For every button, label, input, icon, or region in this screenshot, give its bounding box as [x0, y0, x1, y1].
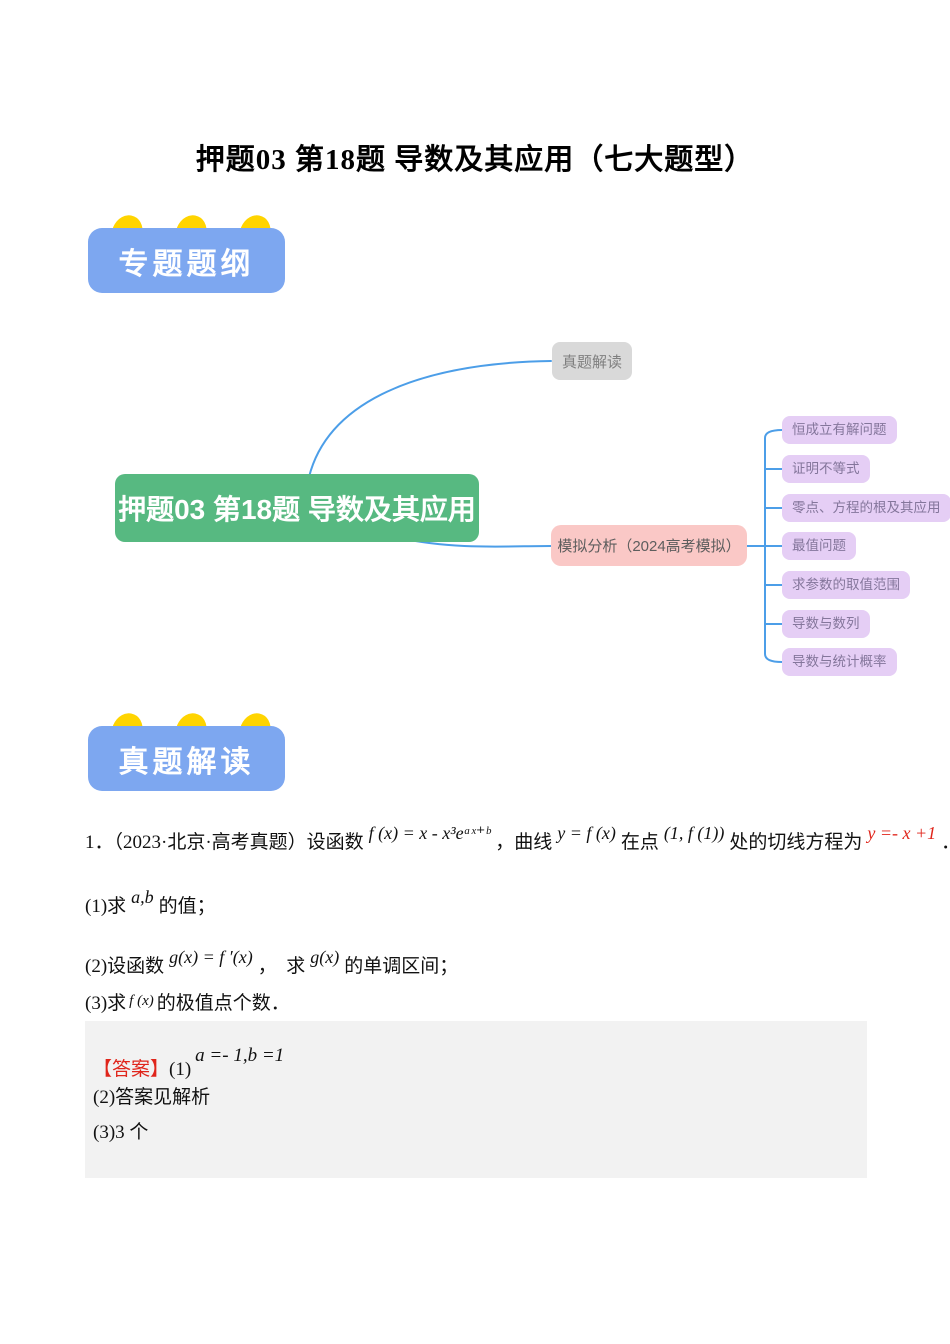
answer-line-1: 【答案】(1)a =- 1,b =1: [93, 1043, 284, 1083]
mindmap-leaf: 求参数的取值范围: [782, 571, 910, 599]
inline-formula: g(x): [310, 947, 340, 967]
answer-text: (1): [169, 1059, 192, 1080]
problem-text: (2)设函数: [85, 956, 165, 977]
mindmap-leaf: 零点、方程的根及其应用: [782, 494, 950, 522]
inline-formula: f (x) = x - x³eᵃˣ⁺ᵇ: [368, 823, 491, 843]
section-badge-label: 专题题纲: [88, 228, 285, 293]
problem-text: 1．（2023·北京·高考真题）设函数: [85, 832, 364, 853]
inline-formula: a,b: [131, 887, 154, 907]
inline-formula: y = f (x): [557, 823, 616, 843]
inline-formula: (1, f (1)): [663, 823, 725, 843]
problem-text: 的极值点个数．: [156, 993, 290, 1014]
problem-text: (3)求: [85, 993, 127, 1014]
mindmap-leaf: 证明不等式: [782, 455, 870, 483]
problem-text: (1)求: [85, 896, 127, 917]
mindmap-leaf: 导数与数列: [782, 610, 870, 638]
page-title: 押题03 第18题 导数及其应用（七大题型）: [195, 144, 755, 176]
answer-line-3: (3)3 个: [93, 1122, 149, 1143]
mindmap-branch-review: 真题解读: [552, 342, 632, 380]
problem-text: 的值；: [158, 896, 216, 917]
inline-formula: a =- 1,b =1: [195, 1045, 285, 1066]
mindmap-root-node: 押题03 第18题 导数及其应用: [115, 474, 479, 542]
problem-text: 的单调区间；: [344, 956, 459, 977]
inline-formula: g(x) = f ′(x): [169, 947, 253, 967]
problem-text: 处的切线方程为: [729, 832, 863, 853]
problem-text: ，曲线: [495, 832, 553, 853]
answer-line-2: (2)答案见解析: [93, 1087, 211, 1108]
answer-label: 【答案】: [93, 1059, 170, 1080]
inline-formula-answer: y =- x +1: [867, 823, 937, 843]
mindmap-leaf: 恒成立有解问题: [782, 416, 897, 444]
mindmap-leaf: 导数与统计概率: [782, 648, 897, 676]
answer-box: 【答案】(1)a =- 1,b =1 (2)答案见解析 (3)3 个: [85, 1021, 867, 1178]
problem-text: ．: [941, 832, 950, 853]
inline-formula: f (x): [129, 993, 154, 1009]
section-badge-review: 真题解读: [88, 708, 285, 791]
problem-text: 在点: [620, 832, 659, 853]
mindmap-branch-simulation: 模拟分析（2024高考模拟）: [551, 525, 747, 566]
section-badge-label: 真题解读: [88, 726, 285, 791]
problem-text: ， 求: [257, 956, 306, 977]
mindmap-leaf: 最值问题: [782, 532, 856, 560]
section-badge-outline: 专题题纲: [88, 210, 285, 293]
